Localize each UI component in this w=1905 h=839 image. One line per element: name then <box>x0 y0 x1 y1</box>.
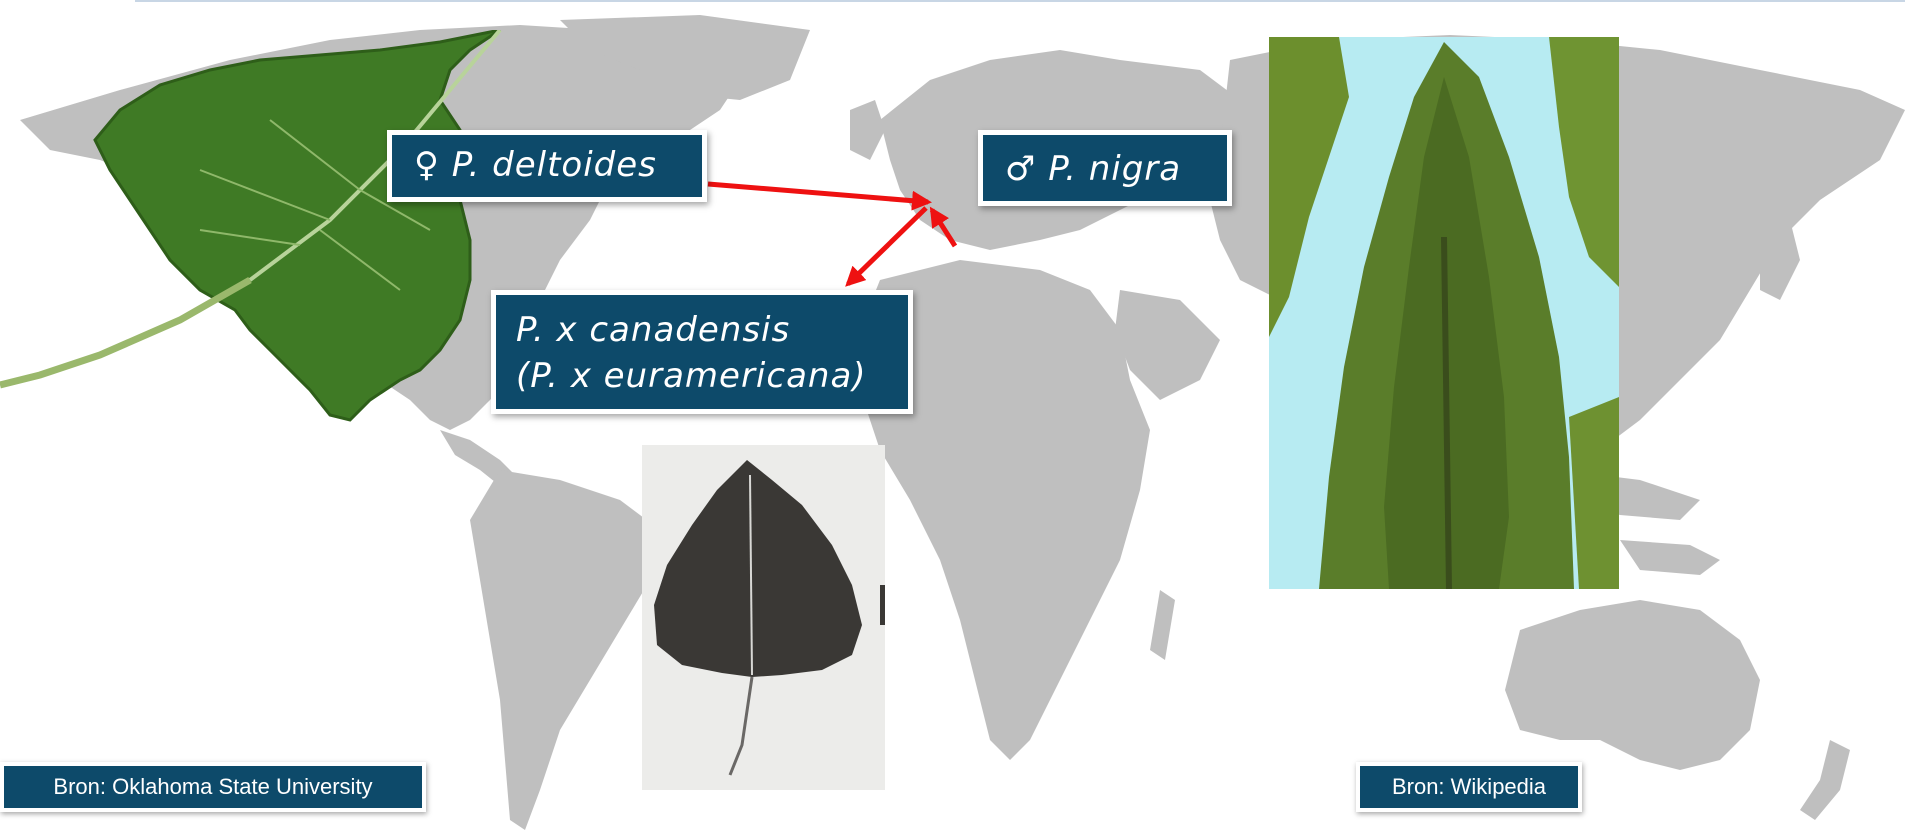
poplar-leaf-icon <box>0 30 502 422</box>
source-label-wikipedia: Bron: Wikipedia <box>1356 762 1582 812</box>
label-p-deltoides: ♀ P. deltoides <box>387 130 707 202</box>
lombardy-poplar-icon <box>1269 37 1619 589</box>
label-p-canadensis: P. x canadensis (P. x euramericana) <box>491 290 913 414</box>
label-canadensis-line2: (P. x euramericana) <box>516 356 867 396</box>
dark-leaf-silhouette-icon <box>642 445 885 790</box>
label-canadensis-line1: P. x canadensis <box>516 310 791 350</box>
label-p-nigra: ♂ P. nigra <box>978 130 1232 206</box>
top-divider-line <box>135 0 1905 2</box>
source-label-oklahoma: Bron: Oklahoma State University <box>0 762 426 812</box>
